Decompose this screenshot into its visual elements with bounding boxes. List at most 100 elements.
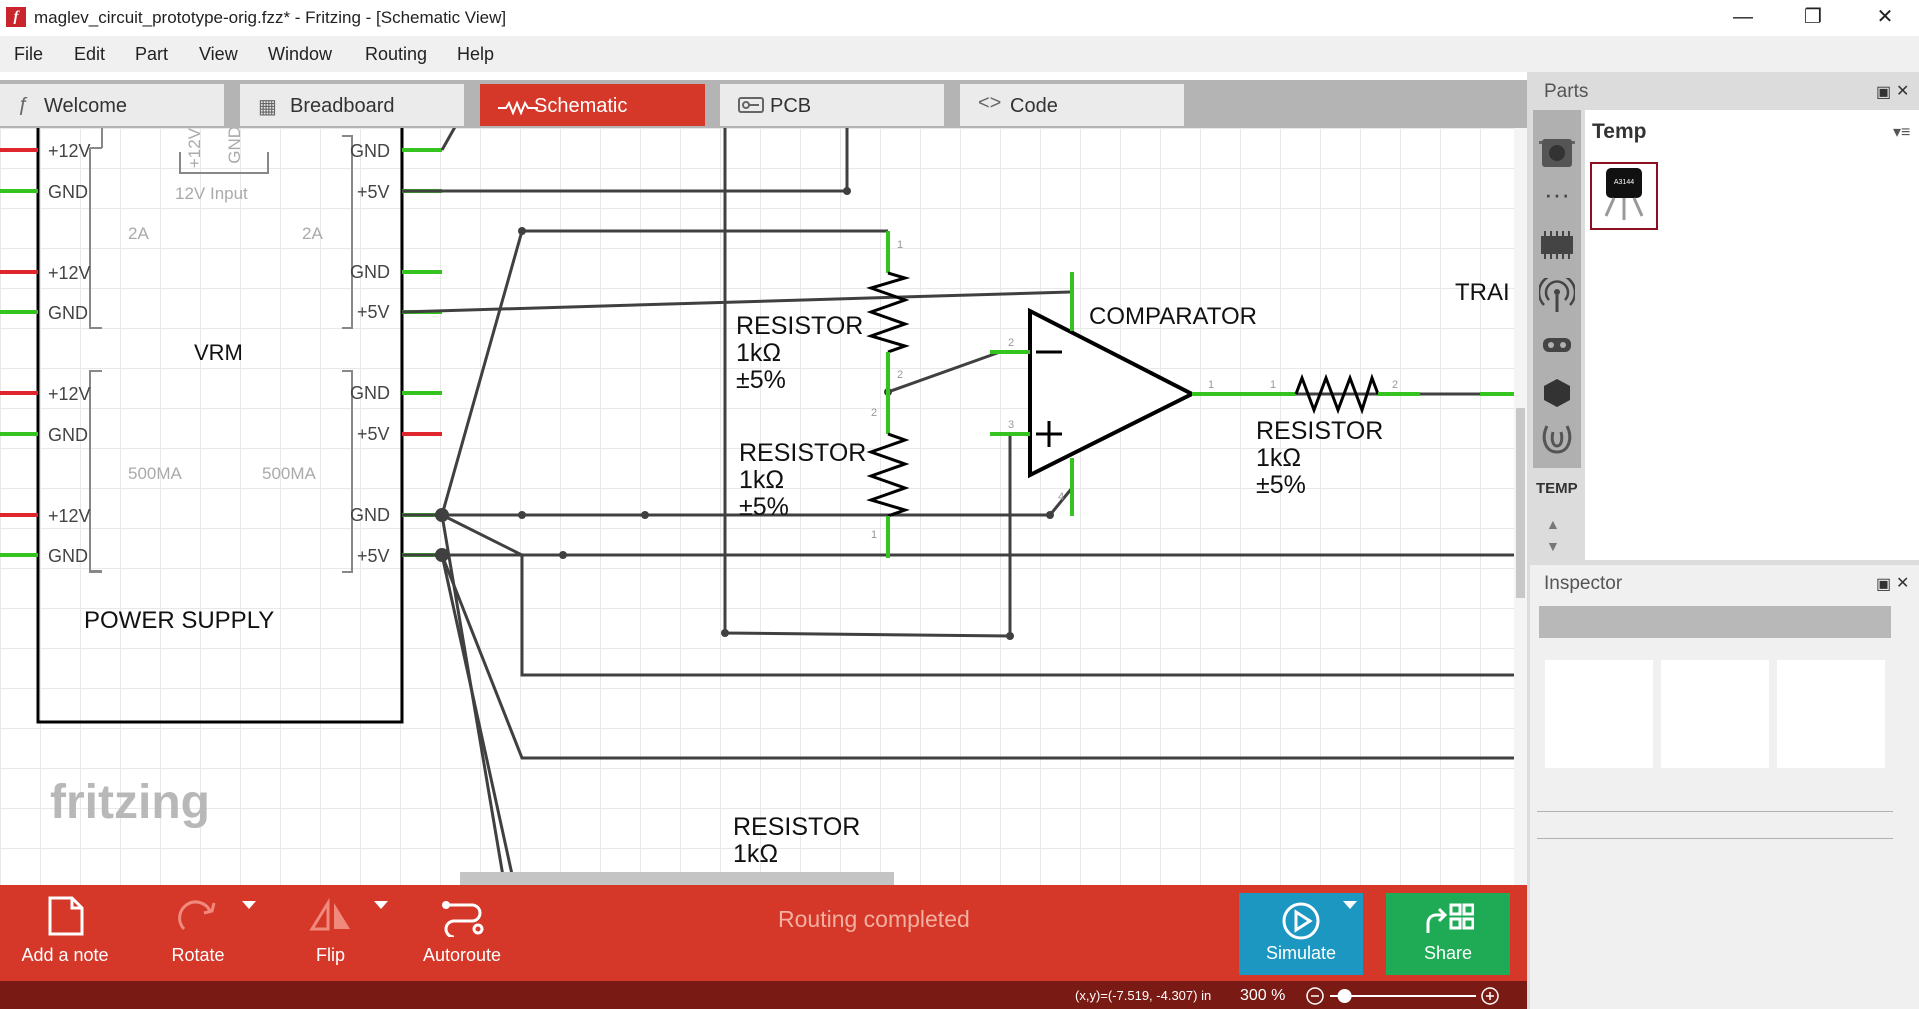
inspector-panel	[1530, 565, 1919, 1009]
float-panel-icon[interactable]: ▣	[1876, 84, 1892, 101]
close-panel-icon[interactable]: ✕	[1896, 83, 1910, 100]
current-label: 2A	[128, 224, 149, 243]
part-thumbnail-a3144[interactable]: A3144	[1590, 162, 1658, 230]
svg-text:4: 4	[1058, 491, 1064, 503]
restore-icon[interactable]: ❐	[1804, 6, 1822, 28]
resistor-tolerance: ±5%	[1256, 471, 1306, 499]
inspector-title: Inspector	[1544, 573, 1623, 594]
menu-part[interactable]: Part	[135, 44, 169, 64]
motor-icon[interactable]	[1539, 328, 1575, 362]
tab-breadboard[interactable]: ▦ Breadboard	[240, 84, 464, 126]
vertical-scrollbar[interactable]	[1514, 128, 1527, 885]
offscreen-part-label: TRAI	[1455, 279, 1510, 306]
tab-welcome[interactable]: ƒ Welcome	[0, 84, 224, 126]
resistor-name: RESISTOR	[736, 312, 863, 340]
resistor-name: RESISTOR	[739, 439, 866, 467]
zoom-out-icon[interactable]	[1306, 987, 1324, 1005]
tab-code[interactable]: <> Code	[960, 84, 1184, 126]
left-pin-label: GND	[48, 546, 88, 566]
close-inspector-icon[interactable]: ✕	[1896, 575, 1910, 592]
resistor-r1[interactable]: 1 2 RESISTOR 1kΩ ±5%	[736, 231, 911, 394]
rotate-button[interactable]: Rotate	[150, 885, 246, 981]
rotate-dropdown-icon[interactable]	[242, 901, 256, 909]
parts-bin-strip[interactable]: ···	[1533, 110, 1581, 468]
wires[interactable]	[401, 128, 1514, 885]
resistor-r4[interactable]: RESISTOR 1kΩ	[733, 813, 860, 868]
tab-pcb[interactable]: PCB	[720, 84, 944, 126]
bin-title: Temp	[1592, 120, 1647, 143]
menu-help[interactable]: Help	[457, 44, 495, 64]
inspector-preview-pcb	[1777, 660, 1885, 768]
menu-routing[interactable]: Routing	[365, 44, 428, 64]
close-icon[interactable]: ✕	[1876, 6, 1894, 28]
right-pin-label: GND	[350, 383, 390, 403]
zoom-slider-handle[interactable]	[1337, 989, 1352, 1003]
current-label: 2A	[302, 224, 323, 243]
hall-sensor-icon: A3144	[1604, 168, 1644, 220]
power-supply[interactable]: +12V GND +12V GND +12V GND +12V GND GND …	[0, 128, 442, 724]
autoroute-button[interactable]: Autoroute	[412, 885, 512, 981]
antenna-icon[interactable]	[1539, 278, 1575, 312]
simulate-button[interactable]: Simulate	[1239, 893, 1363, 975]
chip-icon[interactable]	[1539, 228, 1575, 262]
divider	[1537, 838, 1893, 839]
bin-menu-icon[interactable]: ▾≡	[1893, 124, 1911, 141]
schematic-canvas[interactable]: fritzing +12V GND +12V GND +12V	[0, 128, 1514, 885]
menu-file[interactable]: File	[14, 44, 44, 64]
horizontal-scroll-thumb[interactable]	[460, 872, 894, 885]
left-pin-label: GND	[48, 182, 88, 202]
scroll-up-icon[interactable]: ▲	[1546, 516, 1560, 532]
menu-bar: File Edit Part View Window Routing Help	[0, 36, 1919, 72]
window-title: maglev_circuit_prototype-orig.fzz* - Fri…	[34, 8, 507, 27]
breadboard-icon: ▦	[258, 96, 277, 118]
mystery-part-icon[interactable]	[1539, 422, 1575, 456]
more-icon[interactable]: ···	[1544, 179, 1570, 209]
resistor-name: RESISTOR	[733, 813, 860, 841]
input-pin-label: +12V	[185, 128, 204, 168]
autoroute-icon	[442, 901, 484, 937]
right-pin-label: GND	[350, 141, 390, 161]
inspector-title-field	[1539, 606, 1891, 638]
pushbutton-icon[interactable]	[1539, 136, 1575, 170]
right-pin-label: +5V	[357, 424, 390, 444]
input-label: 12V Input	[175, 184, 248, 203]
fritzing-f-icon: ƒ	[18, 94, 30, 116]
simulate-dropdown-icon[interactable]	[1343, 901, 1357, 909]
share-button[interactable]: Share	[1386, 893, 1510, 975]
menu-edit[interactable]: Edit	[74, 44, 106, 64]
tab-schematic[interactable]: Schematic	[480, 84, 705, 126]
svg-text:1: 1	[897, 239, 903, 251]
menu-view[interactable]: View	[199, 44, 238, 64]
inspector-preview-breadboard	[1545, 660, 1653, 768]
rotate-icon	[178, 900, 216, 931]
wire-junctions	[435, 187, 1054, 640]
scroll-down-icon[interactable]: ▼	[1546, 538, 1560, 554]
minimize-icon[interactable]: —	[1733, 6, 1753, 28]
resistor-r2[interactable]: 2 1 RESISTOR 1kΩ ±5%	[739, 392, 910, 558]
routing-status-message: Routing completed	[778, 906, 970, 932]
schematic-drawing[interactable]: fritzing +12V GND +12V GND +12V	[0, 128, 1514, 885]
resistor-tolerance: ±5%	[736, 366, 786, 394]
hexagon-icon[interactable]	[1539, 376, 1575, 410]
current-label: 500MA	[262, 464, 317, 483]
flip-dropdown-icon[interactable]	[374, 901, 388, 909]
resistor-r3[interactable]: 1 2 RESISTOR 1kΩ ±5%	[1232, 373, 1514, 499]
float-inspector-icon[interactable]: ▣	[1876, 576, 1892, 593]
right-pin-label: +5V	[357, 302, 390, 322]
vertical-scroll-thumb[interactable]	[1516, 408, 1525, 598]
flip-button[interactable]: Flip	[288, 885, 373, 981]
temp-bin-label[interactable]: TEMP	[1536, 480, 1578, 497]
svg-text:2: 2	[897, 369, 903, 381]
add-note-button[interactable]: Add a note	[10, 885, 120, 981]
zoom-in-icon[interactable]	[1481, 987, 1499, 1005]
left-pin-label: +12V	[48, 506, 91, 526]
divider	[1537, 811, 1893, 812]
resistor-value: 1kΩ	[1256, 444, 1301, 472]
menu-window[interactable]: Window	[268, 44, 333, 64]
left-pin-label: +12V	[48, 263, 91, 283]
zoom-slider[interactable]	[1304, 985, 1504, 1007]
svg-text:1: 1	[1208, 379, 1214, 391]
comparator[interactable]: 2 3 1 4 COMPARATOR	[990, 272, 1257, 516]
svg-text:2: 2	[871, 407, 877, 419]
svg-text:1: 1	[1270, 379, 1276, 391]
